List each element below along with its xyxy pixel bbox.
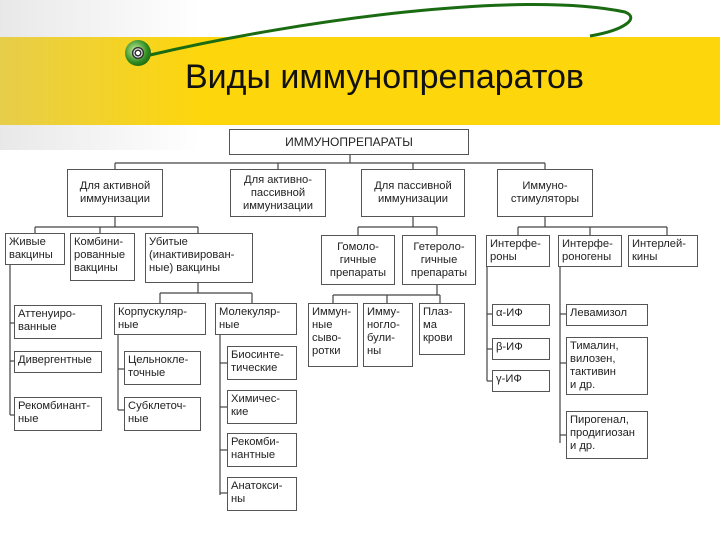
active-passive-immunization-box: Для активно- пассивной иммунизации — [230, 169, 326, 217]
page-title: Виды иммунопрепаратов — [185, 58, 584, 96]
pyrogenal-box: Пирогенал, продигиозан и др. — [566, 411, 648, 459]
interferons-box: Интерфе- роны — [486, 235, 550, 267]
subcellular-box: Субклеточ- ные — [124, 397, 201, 431]
attenuated-box: Аттенуиро- ванные — [14, 305, 102, 339]
immunoglobulins-box: Имму- ногло- були- ны — [363, 303, 413, 367]
immune-sera-box: Иммун- ные сыво- ротки — [308, 303, 358, 367]
decorative-ball-icon — [125, 40, 151, 66]
recombinant-live-box: Рекомбинант- ные — [14, 397, 102, 431]
biosynthetic-box: Биосинте- тические — [227, 346, 297, 380]
whole-cell-box: Цельнокле- точные — [124, 351, 201, 385]
blood-plasma-box: Плаз- ма крови — [419, 303, 465, 355]
active-immunization-box: Для активной иммунизации — [67, 169, 163, 217]
molecular-box: Молекуляр- ные — [215, 303, 297, 335]
divergent-box: Дивергентные — [14, 351, 102, 373]
interleukins-box: Интерлей- кины — [628, 235, 698, 267]
background-texture — [0, 0, 200, 150]
recombinant-molecular-box: Рекомби- нантные — [227, 433, 297, 467]
levamisole-box: Левамизол — [566, 304, 648, 326]
immunostimulators-box: Иммуно- стимуляторы — [497, 169, 593, 217]
toxoids-box: Анатокси- ны — [227, 477, 297, 511]
homologous-box: Гомоло- гичные препараты — [321, 235, 395, 285]
thymalin-box: Тималин, вилозен, тактивин и др. — [566, 337, 648, 395]
passive-immunization-box: Для пассивной иммунизации — [361, 169, 465, 217]
title-banner — [0, 37, 720, 125]
beta-interferon-box: β-ИФ — [492, 338, 550, 360]
alpha-interferon-box: α-ИФ — [492, 304, 550, 326]
killed-vaccines-box: Убитые (инактивирован- ные) вакцины — [145, 233, 253, 283]
heterologous-box: Гетероло- гичные препараты — [402, 235, 476, 285]
combined-vaccines-box: Комбини- рованные вакцины — [70, 233, 135, 281]
corpuscular-box: Корпускуляр- ные — [114, 303, 206, 335]
live-vaccines-box: Живые вакцины — [5, 233, 65, 265]
root-box: ИММУНОПРЕПАРАТЫ — [229, 129, 469, 155]
interferonogens-box: Интерфе- роногены — [558, 235, 622, 267]
gamma-interferon-box: γ-ИФ — [492, 370, 550, 392]
decorative-swoosh — [149, 3, 633, 57]
diagram-connectors — [9, 155, 668, 495]
chemical-box: Химичес- кие — [227, 390, 297, 424]
